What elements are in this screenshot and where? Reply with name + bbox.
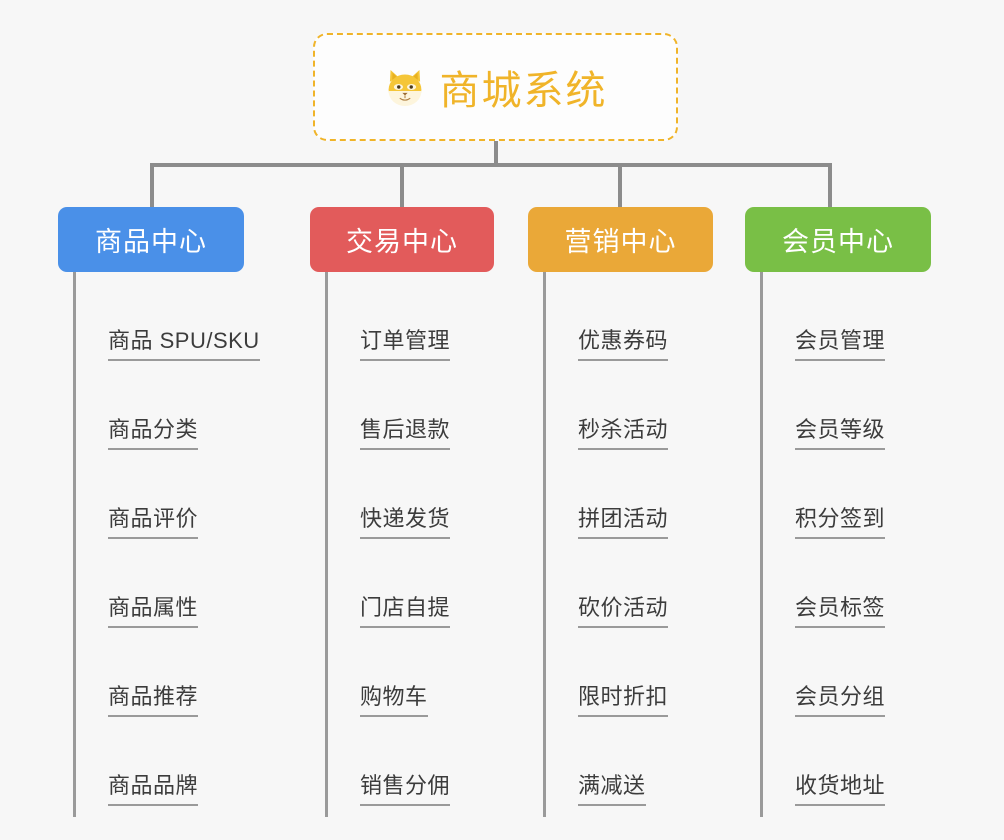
branch-header-trade-center[interactable]: 交易中心 bbox=[310, 207, 494, 272]
leaf-label: 拼团活动 bbox=[578, 506, 669, 539]
branch-children-marketing-center: 优惠券码 秒杀活动 拼团活动 砍价活动 限时折扣 满减送 bbox=[543, 272, 713, 817]
leaf-label: 商品推荐 bbox=[108, 684, 199, 717]
list-item[interactable]: 购物车 bbox=[328, 628, 494, 717]
leaf-label: 购物车 bbox=[360, 684, 428, 717]
list-item[interactable]: 销售分佣 bbox=[328, 717, 494, 806]
list-item[interactable]: 砍价活动 bbox=[546, 539, 713, 628]
list-item[interactable]: 会员分组 bbox=[763, 628, 931, 717]
branch-children-trade-center: 订单管理 售后退款 快递发货 门店自提 购物车 销售分佣 bbox=[325, 272, 494, 817]
list-item[interactable]: 门店自提 bbox=[328, 539, 494, 628]
leaf-label: 会员标签 bbox=[795, 595, 886, 628]
branch-label: 商品中心 bbox=[95, 227, 207, 257]
connector-drop-2 bbox=[400, 163, 404, 207]
leaf-label: 门店自提 bbox=[360, 595, 451, 628]
branch-trade-center: 交易中心 订单管理 售后退款 快递发货 门店自提 购物车 销售分佣 bbox=[310, 207, 494, 817]
leaf-label: 砍价活动 bbox=[578, 595, 669, 628]
list-item[interactable]: 订单管理 bbox=[328, 272, 494, 361]
leaf-label: 会员管理 bbox=[795, 328, 886, 361]
root-node[interactable]: 商城系统 bbox=[313, 33, 678, 141]
list-item[interactable]: 商品评价 bbox=[76, 450, 244, 539]
branch-product-center: 商品中心 商品 SPU/SKU 商品分类 商品评价 商品属性 商品推荐 商品品牌 bbox=[58, 207, 260, 817]
branch-label: 营销中心 bbox=[564, 227, 677, 257]
leaf-label: 会员等级 bbox=[795, 417, 886, 450]
connector-drop-4 bbox=[828, 163, 832, 207]
leaf-label: 商品 SPU/SKU bbox=[108, 328, 260, 361]
list-item[interactable]: 限时折扣 bbox=[546, 628, 713, 717]
root-title: 商城系统 bbox=[439, 69, 608, 113]
leaf-label: 商品评价 bbox=[108, 506, 199, 539]
leaf-label: 秒杀活动 bbox=[578, 417, 669, 450]
connector-horizontal-bus bbox=[150, 163, 832, 167]
branch-member-center: 会员中心 会员管理 会员等级 积分签到 会员标签 会员分组 收货地址 bbox=[745, 207, 931, 817]
list-item[interactable]: 拼团活动 bbox=[546, 450, 713, 539]
list-item[interactable]: 优惠券码 bbox=[546, 272, 713, 361]
leaf-label: 商品属性 bbox=[108, 595, 199, 628]
leaf-label: 积分签到 bbox=[795, 506, 886, 539]
list-item[interactable]: 商品属性 bbox=[76, 539, 244, 628]
list-item[interactable]: 满减送 bbox=[546, 717, 713, 806]
list-item[interactable]: 会员管理 bbox=[763, 272, 931, 361]
connector-root-stem bbox=[494, 141, 498, 165]
list-item[interactable]: 商品推荐 bbox=[76, 628, 244, 717]
leaf-label: 优惠券码 bbox=[578, 328, 669, 361]
list-item[interactable]: 商品 SPU/SKU bbox=[76, 272, 260, 361]
branch-header-member-center[interactable]: 会员中心 bbox=[745, 207, 931, 272]
list-item[interactable]: 积分签到 bbox=[763, 450, 931, 539]
leaf-label: 销售分佣 bbox=[360, 773, 451, 806]
connector-drop-1 bbox=[150, 163, 154, 207]
list-item[interactable]: 会员标签 bbox=[763, 539, 931, 628]
leaf-label: 商品品牌 bbox=[108, 773, 199, 806]
list-item[interactable]: 秒杀活动 bbox=[546, 361, 713, 450]
connector-drop-3 bbox=[618, 163, 622, 207]
branch-children-product-center: 商品 SPU/SKU 商品分类 商品评价 商品属性 商品推荐 商品品牌 bbox=[73, 272, 260, 817]
leaf-label: 商品分类 bbox=[108, 417, 199, 450]
leaf-label: 限时折扣 bbox=[578, 684, 669, 717]
list-item[interactable]: 快递发货 bbox=[328, 450, 494, 539]
list-item[interactable]: 收货地址 bbox=[763, 717, 931, 806]
branch-header-marketing-center[interactable]: 营销中心 bbox=[528, 207, 713, 272]
list-item[interactable]: 会员等级 bbox=[763, 361, 931, 450]
branch-header-product-center[interactable]: 商品中心 bbox=[58, 207, 244, 272]
branch-children-member-center: 会员管理 会员等级 积分签到 会员标签 会员分组 收货地址 bbox=[760, 272, 931, 817]
leaf-label: 满减送 bbox=[578, 773, 646, 806]
shiba-dog-emoji bbox=[384, 66, 426, 108]
branch-marketing-center: 营销中心 优惠券码 秒杀活动 拼团活动 砍价活动 限时折扣 满减送 bbox=[528, 207, 713, 817]
list-item[interactable]: 售后退款 bbox=[328, 361, 494, 450]
leaf-label: 收货地址 bbox=[795, 773, 886, 806]
branch-label: 交易中心 bbox=[346, 227, 458, 257]
leaf-label: 会员分组 bbox=[795, 684, 886, 717]
leaf-label: 售后退款 bbox=[360, 417, 451, 450]
list-item[interactable]: 商品品牌 bbox=[76, 717, 244, 806]
leaf-label: 快递发货 bbox=[360, 506, 451, 539]
list-item[interactable]: 商品分类 bbox=[76, 361, 244, 450]
branch-label: 会员中心 bbox=[782, 227, 894, 257]
leaf-label: 订单管理 bbox=[360, 328, 451, 361]
